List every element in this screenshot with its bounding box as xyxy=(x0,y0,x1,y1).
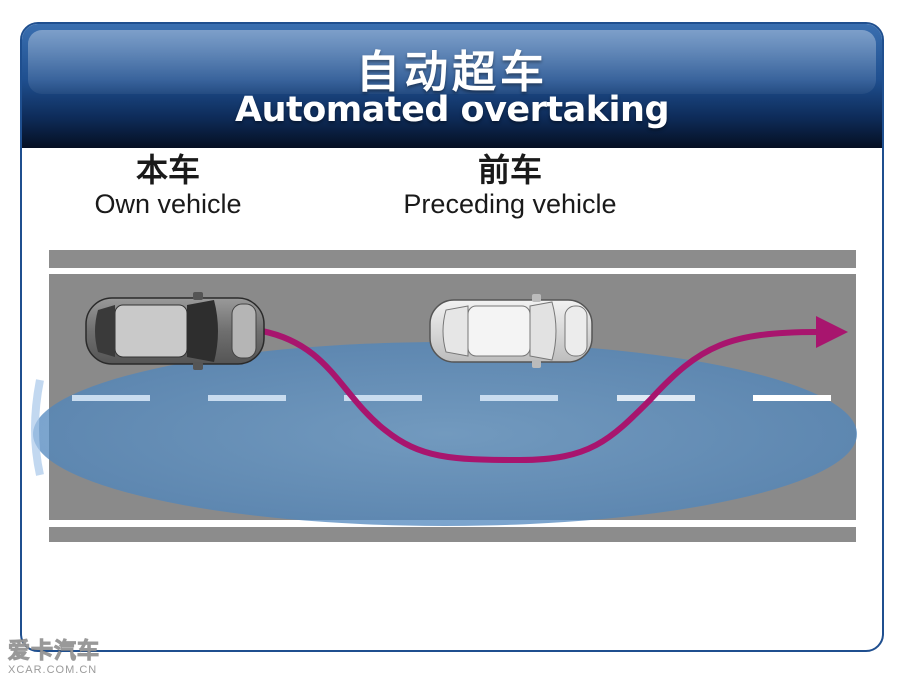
preceding-car-rear-window xyxy=(442,305,469,357)
lane-dash xyxy=(344,395,422,401)
banner-gloss xyxy=(28,30,876,94)
preceding-car-hood xyxy=(564,305,588,357)
own-car-mirror-right xyxy=(193,362,203,370)
preceding-vehicle-label: 前车 Preceding vehicle xyxy=(370,152,650,220)
preceding-vehicle-car xyxy=(429,294,593,368)
own-car-mirror-left xyxy=(193,292,203,300)
road-bottom-edge-strip xyxy=(49,527,856,542)
lane-dash xyxy=(753,395,831,401)
own-car-hood xyxy=(231,303,257,359)
preceding-vehicle-label-cn: 前车 xyxy=(477,151,542,189)
arrow-head xyxy=(816,316,848,348)
own-vehicle-car xyxy=(85,292,265,370)
preceding-vehicle-label-en: Preceding vehicle xyxy=(403,189,617,219)
overtaking-path-arrow xyxy=(259,316,848,464)
own-vehicle-label: 本车 Own vehicle xyxy=(68,152,268,220)
sensor-detection-zone xyxy=(33,342,857,526)
own-vehicle-label-cn: 本车 xyxy=(135,151,200,189)
lane-dash xyxy=(208,395,286,401)
lane-dash xyxy=(480,395,558,401)
lane-dash xyxy=(617,395,695,401)
preceding-car-mirror-right xyxy=(532,360,541,368)
watermark-site: XCAR.COM.CN xyxy=(8,664,98,676)
lane-divider xyxy=(72,395,831,401)
own-vehicle-label-en: Own vehicle xyxy=(94,189,242,219)
lane-dash xyxy=(72,395,150,401)
title-english: Automated overtaking xyxy=(234,90,670,130)
road-top-edge-strip xyxy=(49,250,856,268)
preceding-car-windshield xyxy=(529,301,557,361)
title-chinese: 自动超车 xyxy=(356,47,548,98)
own-car-rear-window xyxy=(95,305,115,357)
preceding-car-mirror-left xyxy=(532,294,541,302)
sensor-zone-edge xyxy=(31,379,44,476)
path-line xyxy=(259,328,821,464)
site-watermark: 爱卡汽车 XCAR.COM.CN xyxy=(7,639,101,676)
own-car-windshield xyxy=(187,300,218,362)
title-banner: 自动超车 Automated overtaking xyxy=(22,24,882,148)
own-car-roof xyxy=(114,304,188,358)
preceding-car-roof xyxy=(467,305,531,357)
watermark-brand: 爱卡汽车 xyxy=(7,639,101,664)
